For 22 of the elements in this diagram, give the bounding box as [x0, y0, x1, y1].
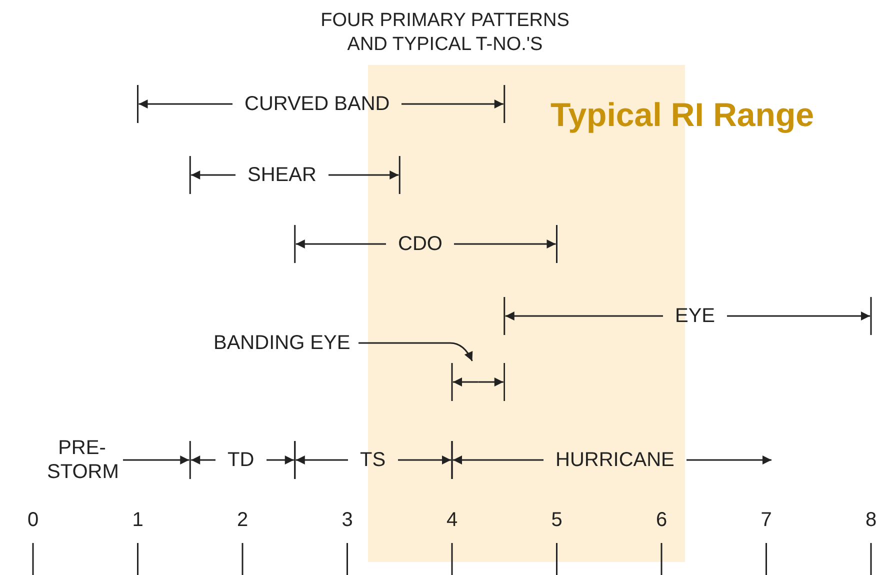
- pattern-label: CDO: [398, 232, 442, 256]
- axis-number: 5: [551, 508, 562, 532]
- axis-number: 4: [446, 508, 458, 532]
- range-arrow: [451, 363, 506, 401]
- leader-line: [358, 342, 473, 362]
- axis-number: 6: [656, 508, 668, 532]
- axis-number: 3: [342, 508, 353, 532]
- axis-number: 0: [28, 508, 39, 532]
- pattern-label: EYE: [675, 304, 716, 328]
- stage-label: HURRICANE: [556, 448, 674, 472]
- pattern-label: CURVED BAND: [244, 92, 390, 116]
- stage-label: PRE-STORM: [47, 436, 117, 484]
- pattern-label: SHEAR: [248, 163, 316, 187]
- pattern-label: BANDING EYE: [214, 331, 350, 355]
- range-note: Typical RI Range: [550, 96, 814, 134]
- stage-label: TD: [228, 448, 254, 472]
- axis-number: 2: [237, 508, 248, 532]
- axis-number: 7: [760, 508, 772, 532]
- axis-number: 1: [132, 508, 144, 532]
- stage-label: TS: [360, 448, 386, 472]
- title: FOUR PRIMARY PATTERNS AND TYPICAL T-NO.'S: [320, 9, 570, 57]
- axis-number: 8: [866, 508, 877, 532]
